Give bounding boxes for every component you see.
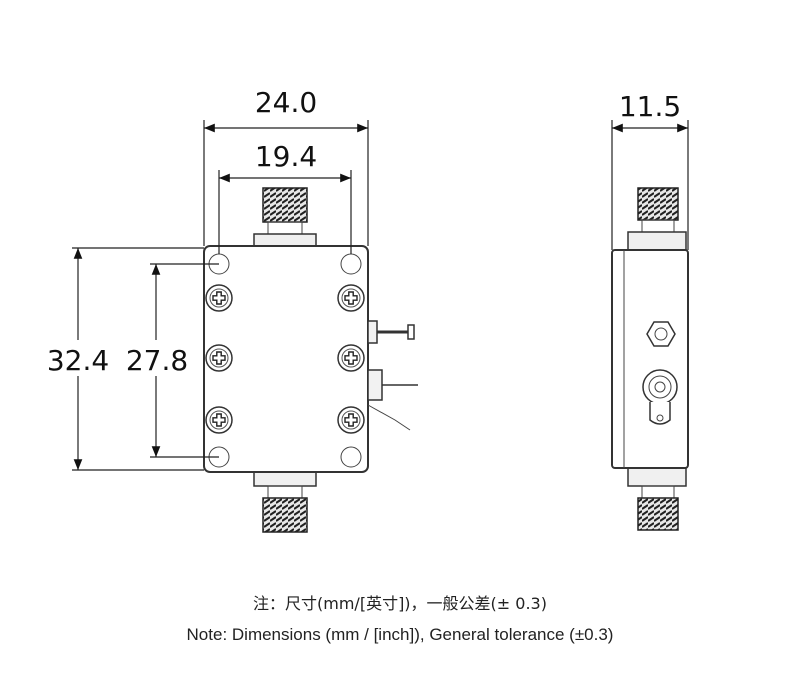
screw-icon [337,344,365,372]
side-top-connector [627,187,687,251]
bias-cable [367,369,418,431]
screws [205,284,365,434]
mounting-hole-icon [340,446,362,468]
side-body [611,249,689,469]
dim-side-width: 11.5 [619,90,681,123]
note-english: Note: Dimensions (mm / [inch]), General … [186,625,614,644]
bottom-connector [253,471,317,533]
side-view: 11.5 [611,90,689,531]
dim-hole-spacing: 27.8 [126,344,188,377]
dim-top-width: 24.0 [255,86,317,119]
feedthrough-pin [367,320,415,344]
screw-icon [205,284,233,312]
screw-icon [205,406,233,434]
side-bottom-connector [627,467,687,531]
front-view: 24.0 19.4 32.4 27.8 [40,86,418,533]
coax-feed-icon [642,369,678,425]
dim-connector-spacing: 19.4 [255,140,317,173]
top-connector [253,187,317,249]
hex-nut-icon [646,321,676,347]
note-chinese: 注：尺寸(mm/[英寸])，一般公差(± 0.3) [253,594,547,613]
dim-total-height: 32.4 [47,344,109,377]
front-body [203,245,369,473]
screw-icon [337,406,365,434]
screw-icon [337,284,365,312]
screw-icon [205,344,233,372]
